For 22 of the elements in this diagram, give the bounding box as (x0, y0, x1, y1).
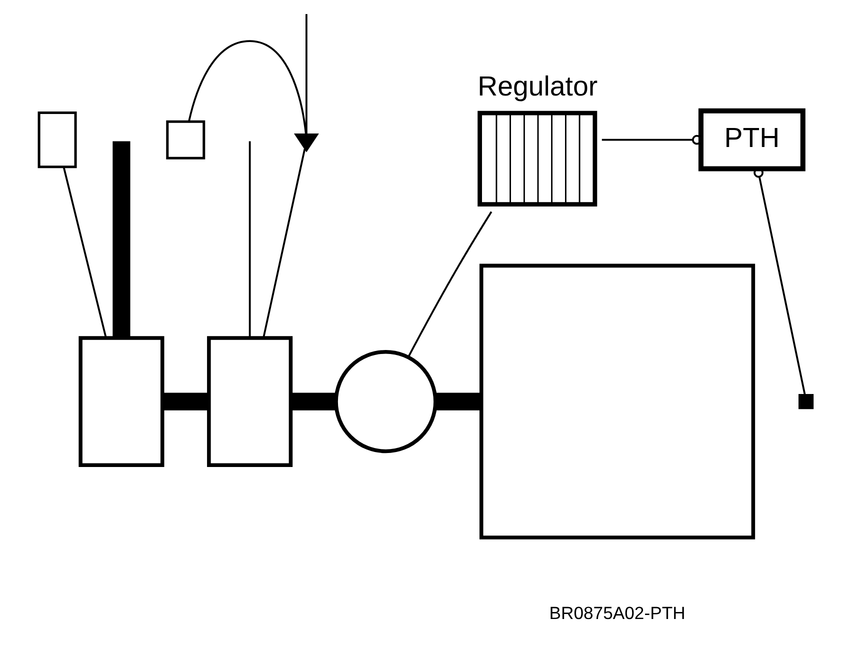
node-valve (294, 134, 319, 152)
node-box (479, 264, 756, 540)
connector (291, 392, 336, 410)
node-box (38, 112, 77, 168)
connector (306, 14, 308, 134)
node-box (478, 110, 598, 207)
connector (188, 40, 307, 134)
connector (162, 392, 209, 410)
label: BR0875A02-PTH (549, 602, 686, 623)
connector (408, 211, 492, 358)
node-box (207, 336, 293, 468)
node-circle (334, 350, 438, 454)
connector (248, 141, 251, 338)
connector (112, 141, 130, 338)
node-box (166, 120, 206, 160)
node-box: PTH (698, 108, 806, 172)
node-bar (798, 394, 814, 410)
connector (262, 148, 306, 338)
node-label: Regulator (478, 70, 598, 102)
connector (62, 166, 107, 338)
connector (435, 392, 482, 410)
node-box (78, 336, 164, 468)
